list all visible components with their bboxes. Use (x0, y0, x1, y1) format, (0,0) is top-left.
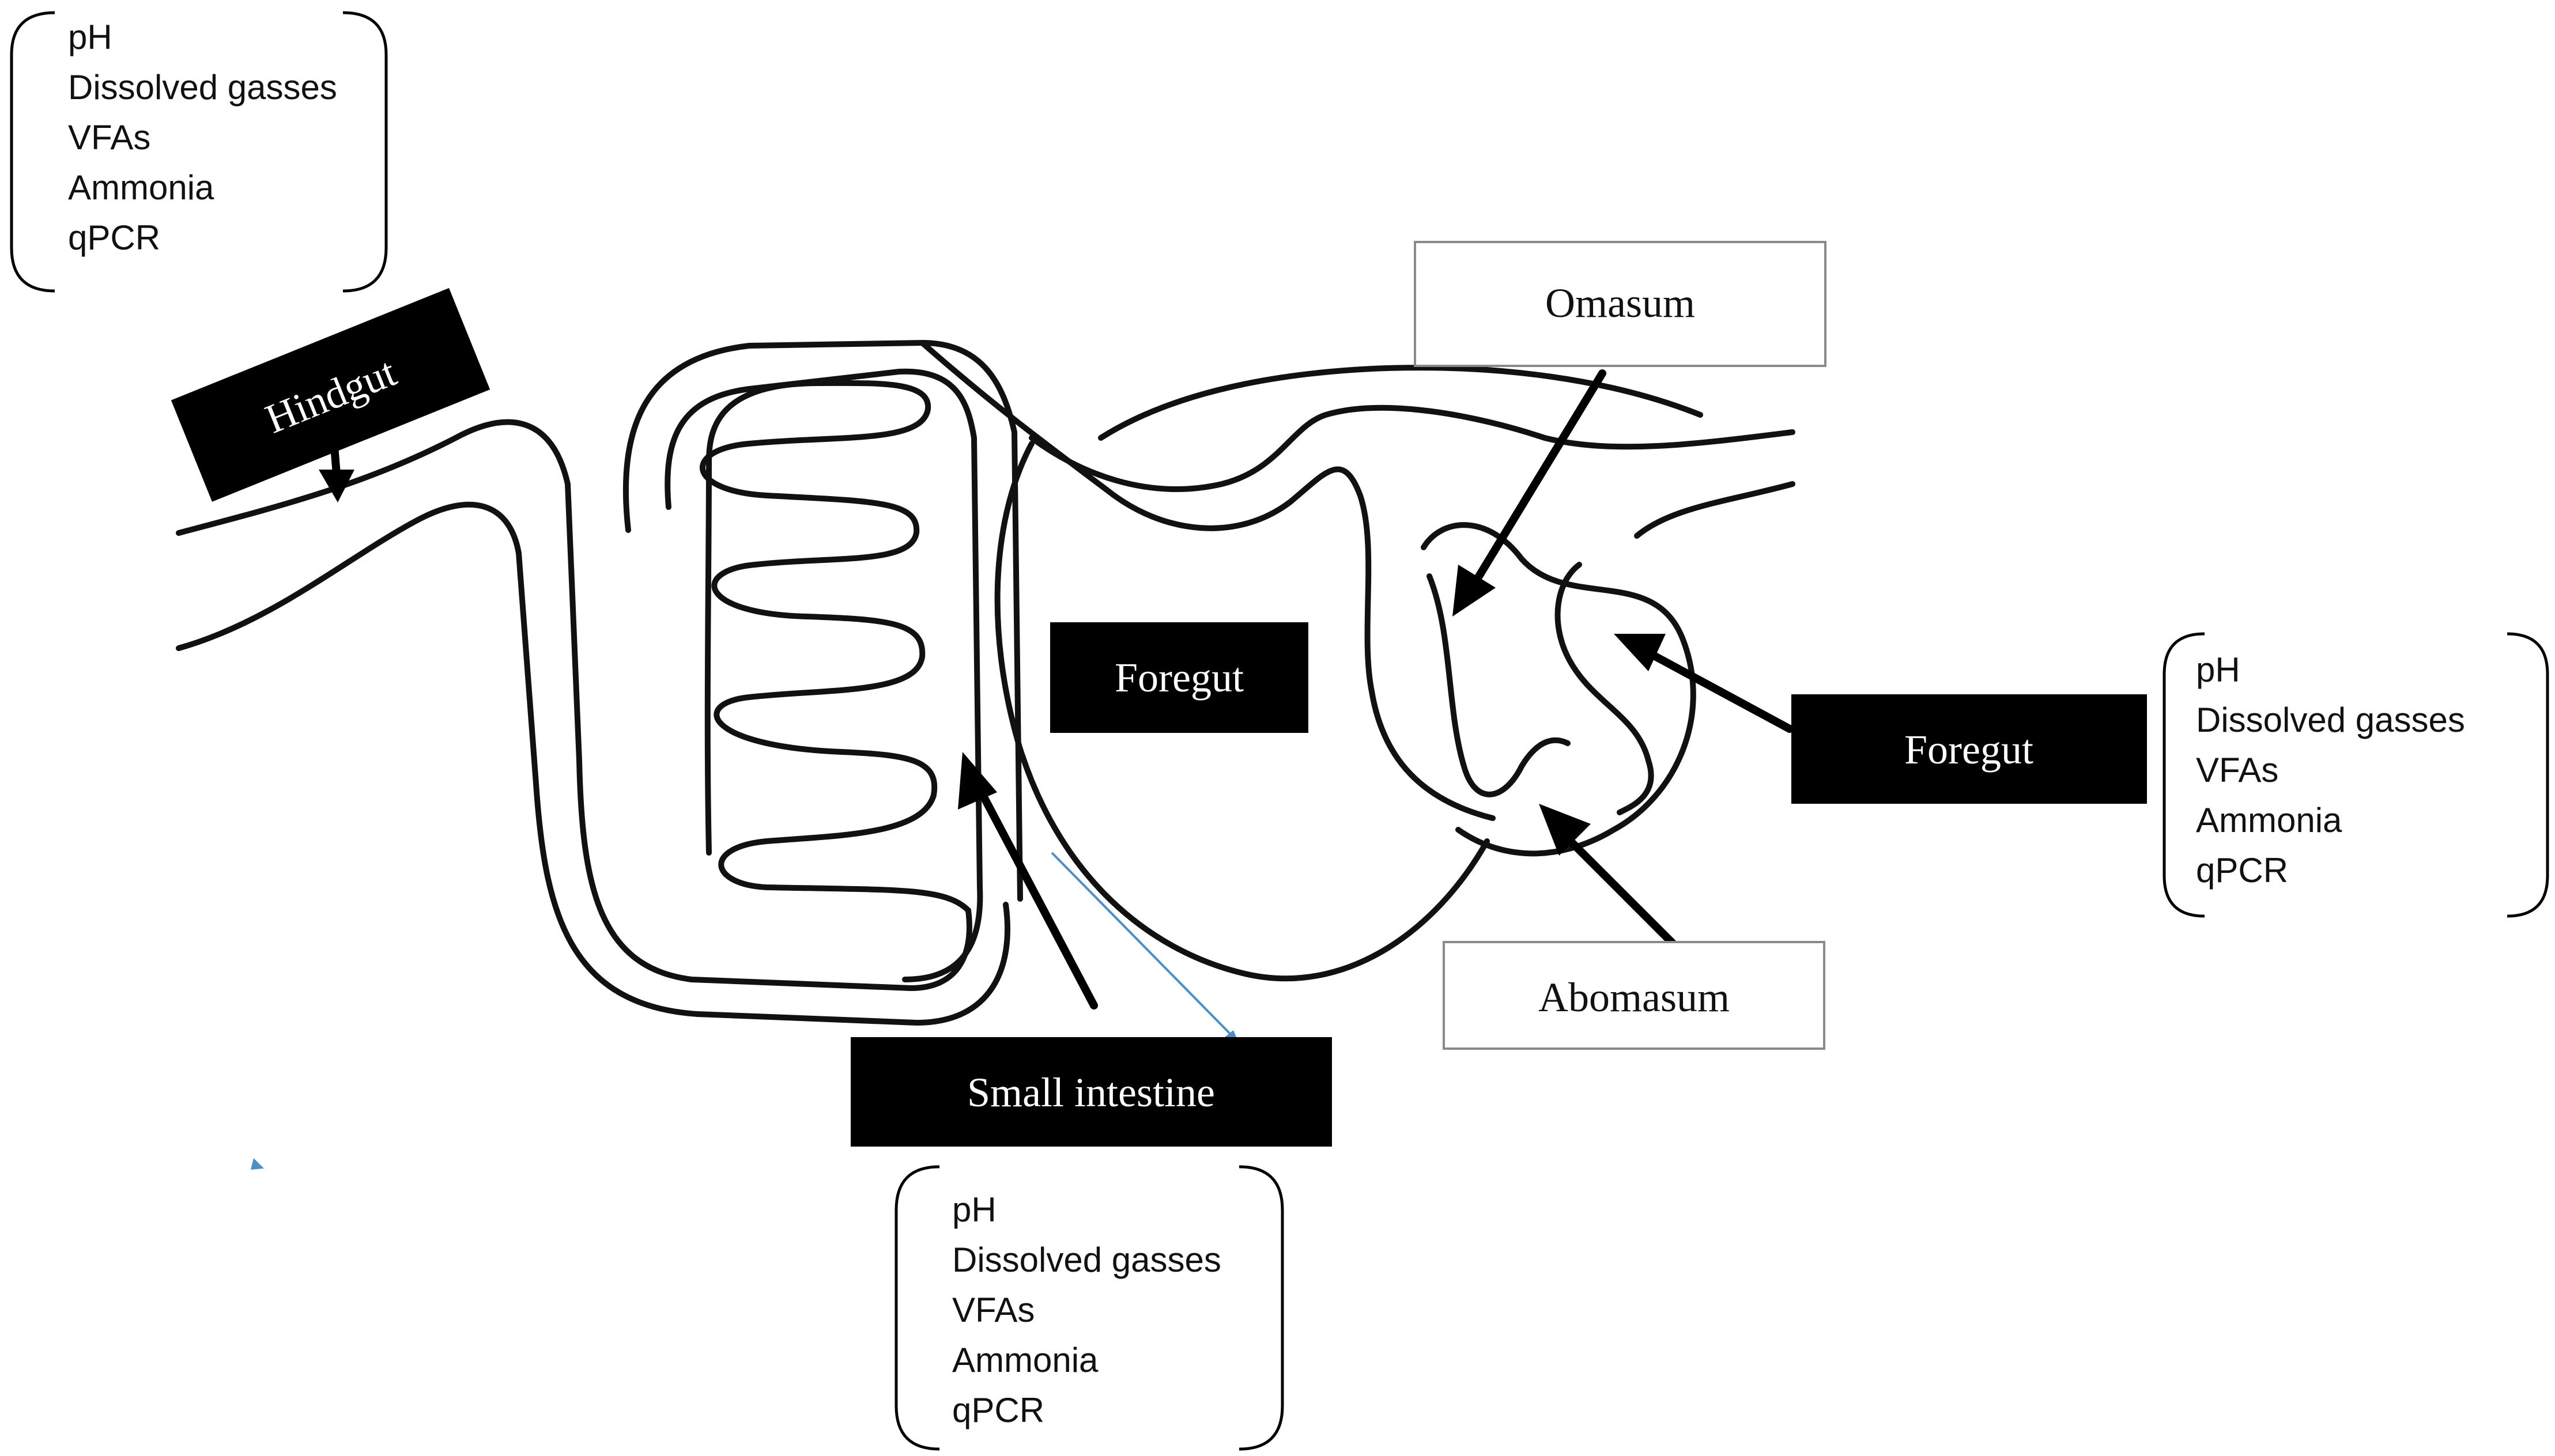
small-intestine-coils (699, 380, 971, 913)
duodenum-connection (919, 340, 1496, 821)
abomasum-arrow (1561, 831, 1678, 949)
small-intestine-list-left-bracket (895, 1165, 940, 1451)
abomasum-label-box (1443, 941, 1825, 1050)
hindgut-tube-upper (176, 419, 972, 991)
hindgut-list-item: Dissolved gasses (68, 68, 337, 107)
gut-outline (176, 340, 1795, 1026)
abomasum-label: Abomasum (1443, 941, 1825, 1050)
small-intestine-list-item: VFAs (952, 1291, 1035, 1329)
small-intestine-label: Small intestine (851, 1037, 1332, 1147)
foregut-right-label: Foregut (1791, 694, 2147, 804)
omasum-label: Omasum (1414, 241, 1826, 367)
foregut-list-left-bracket (2162, 632, 2205, 918)
omasum-label-box (1414, 241, 1826, 367)
abomasum-label-text: Abomasum (1538, 974, 1730, 1020)
foregut-center-label-text: Foregut (1115, 655, 1244, 701)
foregut-right-label-text: Foregut (1904, 727, 2033, 773)
small-intestine-measurement-list: pH Dissolved gasses VFAs Ammonia qPCR (895, 1165, 1284, 1451)
foregut-right-arrow (1641, 647, 1794, 733)
small-intestine-list-right-bracket (1239, 1165, 1284, 1451)
abomasum-exit (1634, 481, 1795, 539)
small-blue-mark (251, 1158, 264, 1170)
omasum-label-text: Omasum (1545, 280, 1695, 326)
hindgut-list-item: pH (68, 18, 112, 56)
small-intestine-label-text: Small intestine (967, 1069, 1215, 1115)
omasum-arrowhead (1452, 565, 1496, 617)
hindgut-list-right-bracket (342, 11, 388, 293)
hindgut-arrowhead (319, 470, 354, 502)
hindgut-list-item: Ammonia (68, 168, 214, 207)
rumen-top (1098, 365, 1703, 441)
foregut-list-item: pH (2196, 651, 2240, 689)
hindgut-measurement-list: pH Dissolved gasses VFAs Ammonia qPCR (10, 11, 388, 293)
foregut-list-right-bracket (2507, 632, 2549, 918)
foregut-right-arrowhead (1614, 634, 1666, 671)
foregut-list-item: Dissolved gasses (2196, 701, 2465, 739)
duodenum-connection-upper (1029, 404, 1795, 492)
small-intestine-coils-outer (622, 340, 1023, 902)
small-intestine-list-item: qPCR (952, 1391, 1044, 1429)
foregut-list-item: qPCR (2196, 851, 2288, 890)
small-intestine-arrow (976, 785, 1098, 1009)
small-intestine-label-box (851, 1037, 1332, 1147)
small-intestine-coils-inner (665, 368, 983, 982)
hindgut-list-left-bracket (10, 11, 55, 293)
hindgut-list-item: qPCR (68, 218, 160, 257)
abomasum-fold (1554, 562, 1654, 815)
foregut-center-label: Foregut (1050, 622, 1308, 733)
omasum-arrow (1471, 369, 1606, 586)
omasum-fold (1426, 573, 1571, 797)
hindgut-label: Hindgut (171, 288, 490, 502)
rumen-sac (994, 441, 1490, 982)
foregut-right-label-box (1791, 694, 2147, 804)
abomasum-arrowhead (1539, 804, 1591, 856)
foregut-measurement-list: pH Dissolved gasses VFAs Ammonia qPCR (2162, 632, 2549, 918)
hindgut-list-item: VFAs (68, 118, 150, 157)
foregut-center-label-box (1050, 622, 1308, 733)
small-intestine-list-item: Ammonia (952, 1341, 1099, 1379)
hindgut-label-box (171, 288, 490, 502)
thin-blue-arrow (1051, 852, 1235, 1038)
small-intestine-arrowhead (958, 752, 997, 810)
arrows (251, 369, 1794, 1170)
small-intestine-list-item: pH (952, 1190, 997, 1229)
foregut-list-item: VFAs (2196, 751, 2278, 789)
foregut-list-item: Ammonia (2196, 801, 2342, 839)
hindgut-tube-lower (176, 501, 1010, 1026)
small-intestine-list-item: Dissolved gasses (952, 1241, 1221, 1279)
